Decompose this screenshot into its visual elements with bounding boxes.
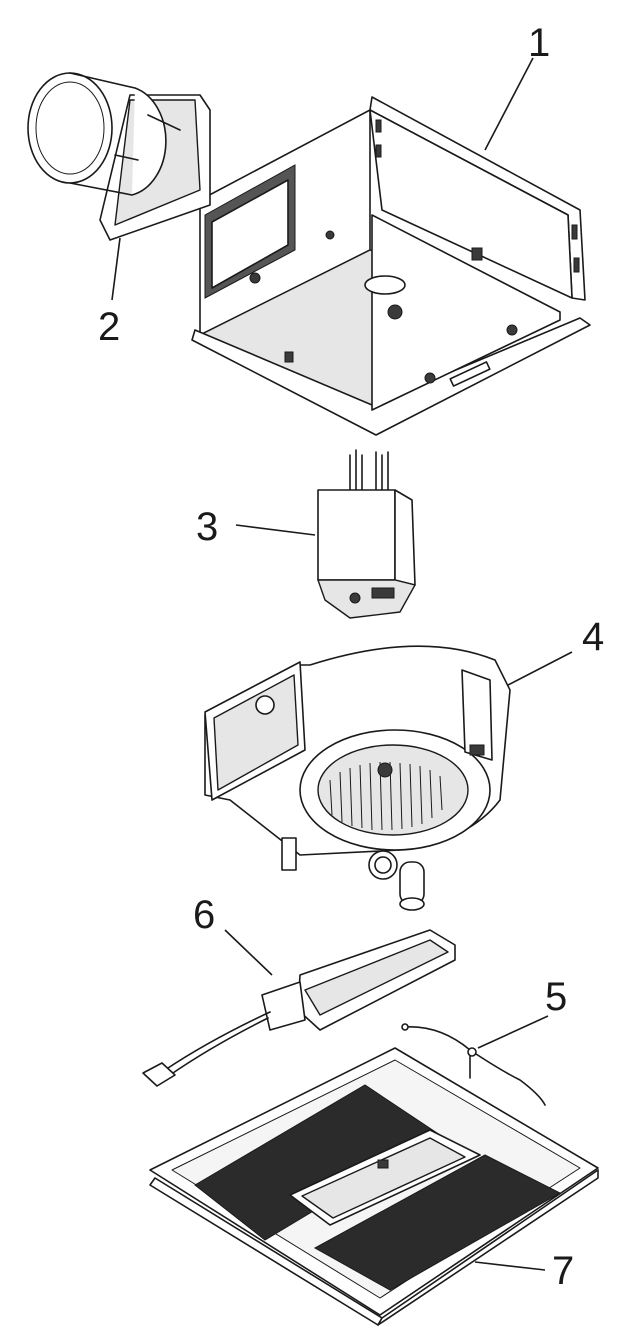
duct-connector-part (27, 72, 211, 241)
junction-box-part (317, 449, 416, 619)
leader-lines (111, 57, 573, 1271)
callout-6: 6 (193, 893, 215, 937)
blower-part (204, 645, 511, 911)
wire-part (401, 1023, 546, 1106)
callout-7: 7 (552, 1249, 574, 1293)
housing-part (191, 96, 591, 436)
callout-labels: 1 2 3 4 5 6 7 (98, 21, 604, 1293)
grille-part (149, 1047, 599, 1326)
callout-1: 1 (528, 21, 550, 65)
callout-5: 5 (545, 975, 567, 1019)
callout-2: 2 (98, 305, 120, 349)
callout-4: 4 (582, 615, 604, 659)
callout-3: 3 (196, 505, 218, 549)
light-module-part (142, 929, 456, 1087)
